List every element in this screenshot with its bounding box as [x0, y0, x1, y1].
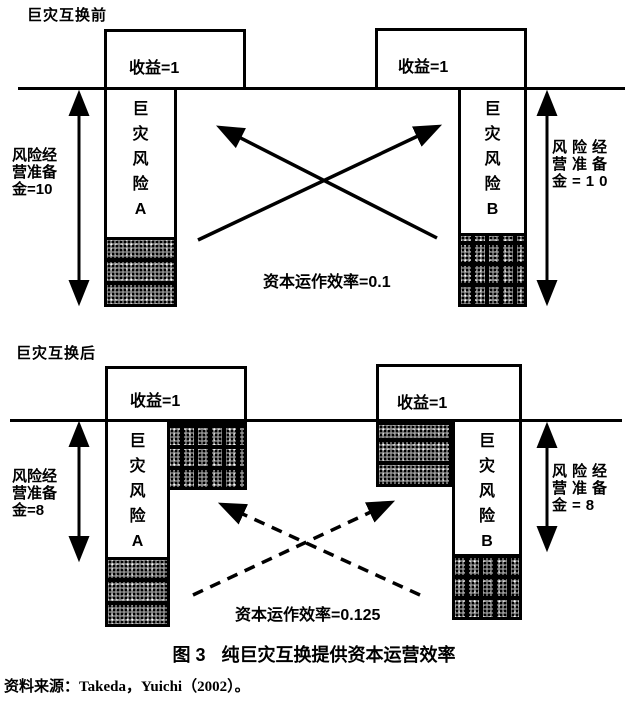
reserve-label-after-right: 风险经营准备金=8	[552, 463, 613, 514]
reserve-label-before-left: 风险经营准备金=10	[12, 147, 58, 198]
risk-hatch-b	[461, 233, 524, 304]
source-note: 资料来源：Takeda，Yuichi（2002）。	[4, 679, 250, 695]
revenue-box-after-right: 收益=1	[376, 364, 522, 422]
revenue-box-after-left: 收益=1	[105, 366, 247, 422]
revenue-box-before-left: 收益=1	[104, 29, 246, 90]
risk-column-label: 巨灾风险A	[129, 433, 146, 550]
swap-cross-arrows-icon	[197, 124, 443, 242]
figure-caption: 图 3 纯巨灾互换提供资本运营效率	[0, 641, 628, 667]
figure-caption-number: 图 3	[172, 645, 206, 665]
swapped-risk-block-on-B	[376, 422, 452, 487]
swap-cross-arrows-dashed-icon	[192, 500, 421, 597]
revenue-label: 收益=1	[397, 395, 448, 412]
risk-hatch-b	[455, 554, 519, 617]
ground-line-before	[18, 87, 625, 90]
risk-column-after-B: 巨灾风险B	[452, 419, 522, 620]
section-label-after: 巨灾互换后	[16, 345, 97, 362]
risk-column-before-B: 巨灾风险B	[458, 87, 527, 307]
reserve-label-before-right: 风险经营准备金=10	[552, 139, 613, 190]
section-label-before: 巨灾互换前	[27, 7, 108, 24]
reserve-measure-arrow-icon	[68, 89, 90, 307]
risk-column-label: 巨灾风险A	[132, 101, 149, 218]
figure-caption-title: 纯巨灾互换提供资本运营效率	[221, 645, 456, 665]
risk-hatch-a	[107, 237, 174, 304]
risk-column-label: 巨灾风险B	[484, 101, 501, 218]
risk-hatch-a	[108, 557, 167, 624]
ground-line-after	[10, 419, 622, 422]
revenue-box-before-right: 收益=1	[375, 28, 527, 90]
revenue-label: 收益=1	[129, 60, 180, 77]
risk-column-after-A: 巨灾风险A	[105, 419, 170, 627]
revenue-label: 收益=1	[130, 393, 181, 410]
reserve-measure-arrow-icon	[536, 89, 558, 307]
reserve-measure-arrow-icon	[68, 420, 90, 563]
efficiency-label-before: 资本运作效率=0.1	[263, 274, 391, 291]
risk-column-before-A: 巨灾风险A	[104, 87, 177, 307]
reserve-measure-arrow-icon	[536, 421, 558, 553]
efficiency-label-after: 资本运作效率=0.125	[235, 607, 381, 624]
reserve-label-after-left: 风险经营准备金=8	[12, 468, 58, 519]
risk-column-label: 巨灾风险B	[478, 433, 495, 550]
swapped-risk-block-on-A	[167, 422, 247, 490]
revenue-label: 收益=1	[398, 59, 449, 76]
